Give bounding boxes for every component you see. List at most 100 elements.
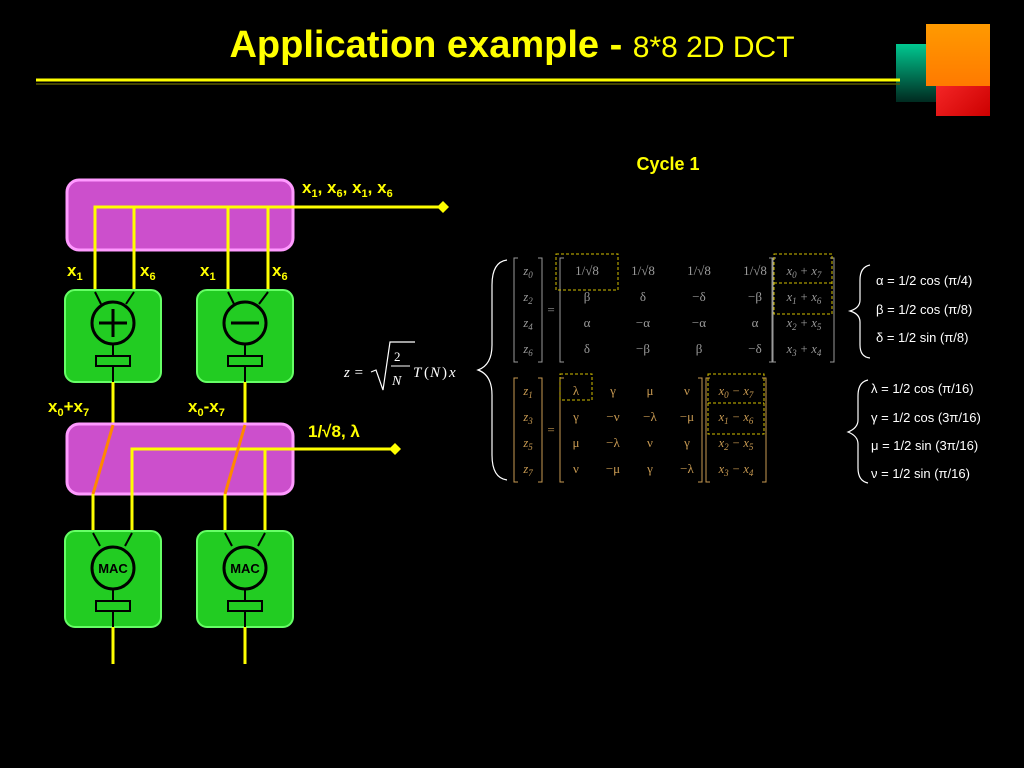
matrix-cell: ν <box>647 435 653 450</box>
orange-square <box>926 24 990 86</box>
odd-defs-brace <box>846 379 869 484</box>
mac-label-left: MAC <box>98 561 128 576</box>
matrix-cell: 1/√8 <box>687 263 711 278</box>
slide-title: Application example - 8*8 2D DCT <box>0 24 1024 67</box>
svg-text:2: 2 <box>394 349 401 364</box>
z-entry: z1​ <box>522 384 532 400</box>
input-label-x1-right: x1 <box>200 261 216 283</box>
matrix-cell: −μ <box>680 409 694 424</box>
odd-definitions: λ = 1/2 cos (π/16) γ = 1/2 cos (3π/16) μ… <box>871 381 981 481</box>
dct-formula: z = 2 N T ( N ) x <box>343 341 456 391</box>
top-bus-arrow <box>437 201 449 213</box>
equals-sign: = <box>547 302 554 317</box>
alpha-definition: α = 1/2 cos (π/4) <box>876 273 972 288</box>
matrix-cell: γ <box>609 383 616 398</box>
matrix-cell: β <box>584 289 591 304</box>
z-entry: z5​ <box>522 436 533 452</box>
lower-bus-wire <box>130 447 395 494</box>
matrix-cell: −μ <box>606 461 620 476</box>
svg-text:x: x <box>448 365 456 381</box>
mac-pe-left: MAC <box>64 530 162 628</box>
lambda-definition: λ = 1/2 cos (π/16) <box>871 381 974 396</box>
mac-output-wires <box>111 627 247 664</box>
even-definitions: α = 1/2 cos (π/4) β = 1/2 cos (π/8) δ = … <box>876 273 972 345</box>
matrix-cell: −β <box>748 289 762 304</box>
adder-pe <box>64 289 162 383</box>
mac-label-right: MAC <box>230 561 260 576</box>
equals-sign: = <box>547 422 554 437</box>
top-bus-label: x1, x6, x1, x6 <box>302 178 393 200</box>
title-sub: 8*8 2D DCT <box>632 31 795 64</box>
z-entry: z3​ <box>522 410 533 426</box>
svg-text:N: N <box>429 365 441 381</box>
z-entry: z7​ <box>522 462 533 478</box>
matrix-cell: δ <box>584 341 590 356</box>
input-wires <box>93 207 270 292</box>
mu-definition: μ = 1/2 sin (3π/16) <box>871 438 978 453</box>
matrix-cell: 1/√8 <box>575 263 599 278</box>
gamma-definition: γ = 1/2 cos (3π/16) <box>871 410 981 425</box>
x-entry: x3​ − x4​ <box>718 462 754 478</box>
matrix-cell: 1/√8 <box>743 263 767 278</box>
matrix-cell: −λ <box>643 409 657 424</box>
matrix-cell: δ <box>640 289 646 304</box>
subtractor-pe <box>196 289 294 383</box>
title-main: Application example - <box>229 24 633 66</box>
z-entry: z2​ <box>522 290 533 306</box>
svg-text:z =: z = <box>343 365 364 381</box>
output-label-sum: x0+x7 <box>48 397 89 419</box>
nu-definition: ν = 1/2 sin (π/16) <box>871 466 970 481</box>
matrix-cell: −ν <box>606 409 619 424</box>
matrix-cell: −β <box>636 341 650 356</box>
matrix-cell: ν <box>573 461 579 476</box>
x-entry: x2​ − x5​ <box>718 436 754 452</box>
matrix-cell: γ <box>683 435 690 450</box>
x-entry: x1​ − x6​ <box>718 410 754 426</box>
z-entry: z0​ <box>522 264 533 280</box>
matrix-cell: −λ <box>606 435 620 450</box>
highlight-coefficient <box>559 373 593 401</box>
lower-bus-arrow <box>389 443 401 455</box>
mac-pe-right: MAC <box>196 530 294 628</box>
highlight-inputs <box>773 253 833 315</box>
matrix-cell: γ <box>646 461 653 476</box>
matrix-cell: μ <box>573 435 580 450</box>
matrix-cell: λ <box>573 383 580 398</box>
matrix-cell: ν <box>684 383 690 398</box>
matrix-cell: −α <box>636 315 650 330</box>
z-entry: z4​ <box>522 316 533 332</box>
highlight-coefficient <box>555 253 619 291</box>
x-entry: x1​ + x6​ <box>786 290 822 306</box>
x-entry: x0​ − x7​ <box>718 384 754 400</box>
highlight-inputs <box>707 373 765 435</box>
even-matrix: z0​z2​z4​z6​=1/√81/√81/√81/√8βδ−δ−βα−α−α… <box>513 253 835 363</box>
svg-text:N: N <box>391 374 402 389</box>
input-label-x6-left: x6 <box>140 261 156 283</box>
matrix-cell: μ <box>647 383 654 398</box>
orange-wires <box>91 424 247 495</box>
output-label-diff: x0-x7 <box>188 397 225 419</box>
matrix-cell: γ <box>572 409 579 424</box>
svg-text:(: ( <box>424 365 429 381</box>
input-label-x1-left: x1 <box>67 261 83 283</box>
x-entry: x3​ + x4​ <box>786 342 822 358</box>
coefficient-block <box>65 422 295 496</box>
matrix-cell: β <box>696 341 703 356</box>
formula-brace <box>476 259 508 481</box>
matrix-cell: −δ <box>748 341 761 356</box>
beta-definition: β = 1/2 cos (π/8) <box>876 302 972 317</box>
top-bus-wire <box>93 205 443 250</box>
pe-output-wires <box>111 382 247 425</box>
lower-bus-label: 1/√8, λ <box>308 422 360 441</box>
matrix-cell: 1/√8 <box>631 263 655 278</box>
matrix-cell: −α <box>692 315 706 330</box>
matrix-cell: α <box>584 315 591 330</box>
x-entry: x0​ + x7​ <box>786 264 822 280</box>
even-defs-brace <box>847 264 871 359</box>
matrix-cell: −λ <box>680 461 694 476</box>
matrix-cell: −δ <box>692 289 705 304</box>
matrix-cell: α <box>752 315 759 330</box>
corner-decoration <box>896 24 990 116</box>
